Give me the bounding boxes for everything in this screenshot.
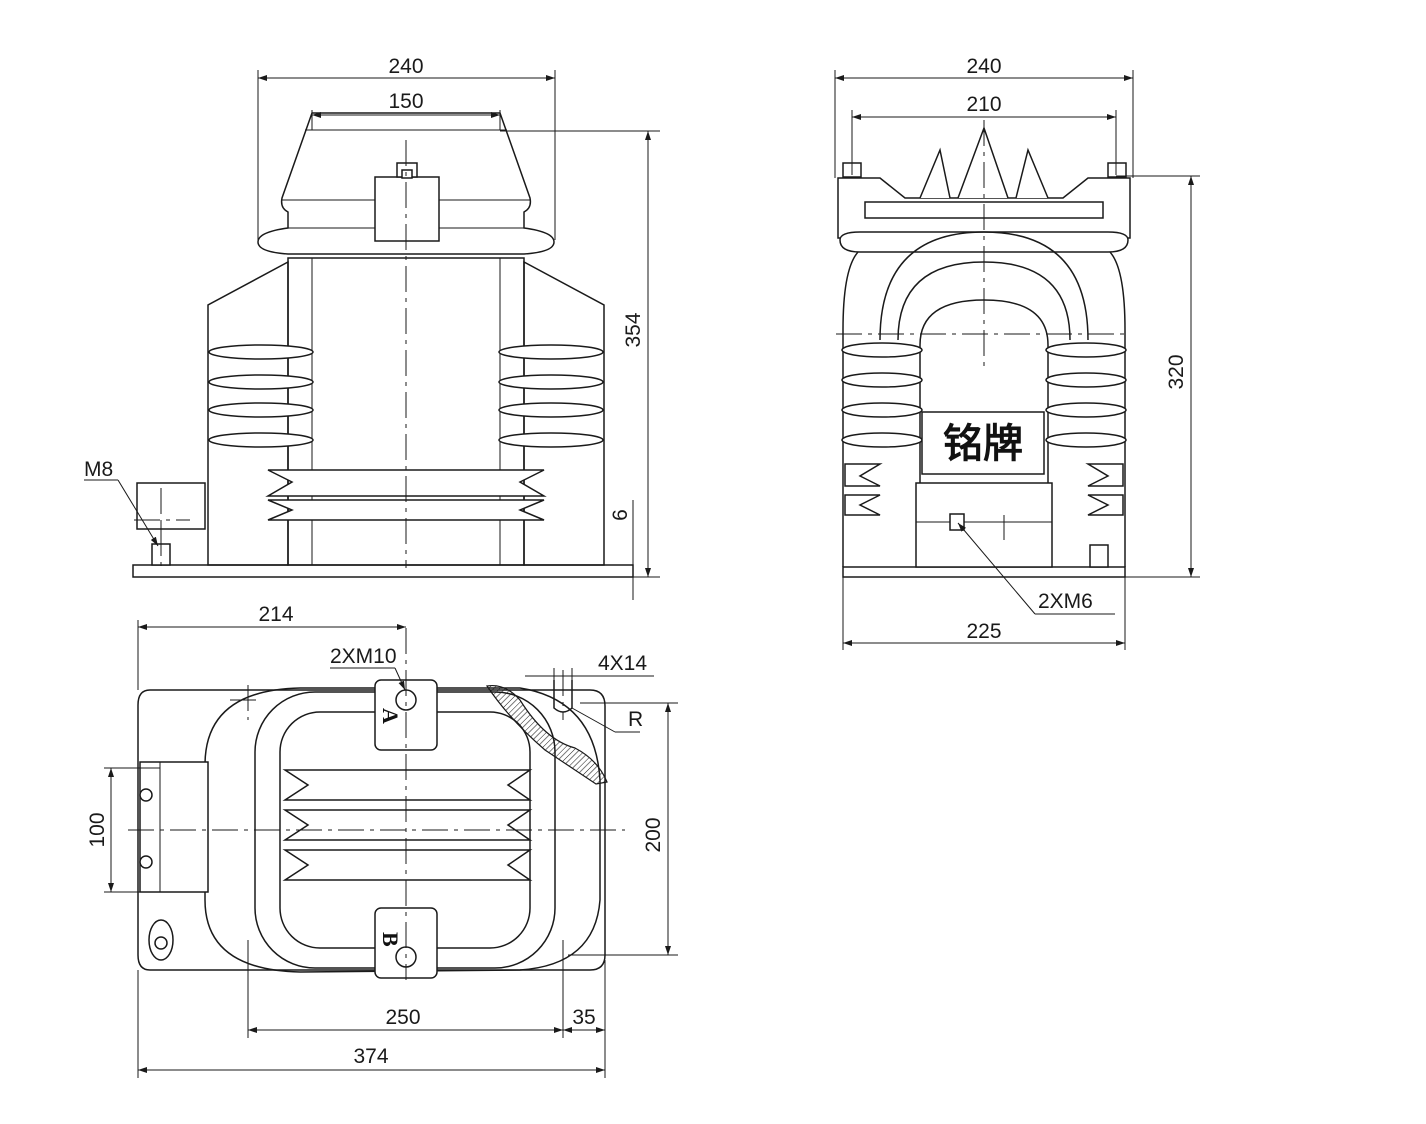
side-right-skirts: [1045, 342, 1127, 516]
terminal-b-label: B: [378, 932, 403, 947]
top-hatch-section: [485, 684, 608, 785]
side-outer-arch: [879, 231, 1089, 341]
front-dim-354: 354: [622, 312, 645, 347]
top-dim-250: 250: [385, 1006, 420, 1029]
front-right-skirts: [498, 344, 604, 448]
top-dim-214: 214: [258, 603, 293, 626]
side-bolt-right: [1107, 162, 1127, 178]
side-window: [919, 299, 1049, 561]
top-dim-200: 200: [642, 817, 665, 852]
front-dim-150: 150: [388, 90, 423, 113]
side-dim-210: 210: [966, 93, 1001, 116]
side-left-skirts: [841, 342, 923, 516]
front-terminal-block: [374, 176, 440, 242]
top-dim-35: 35: [572, 1006, 595, 1029]
top-base-plate: [137, 689, 606, 971]
side-dim-320: 320: [1165, 354, 1188, 389]
front-base-plate: [132, 564, 634, 578]
top-side-box: [139, 761, 209, 893]
front-thread-m8: M8: [84, 458, 113, 481]
front-dim-240: 240: [388, 55, 423, 78]
side-nameplate: [921, 411, 1045, 475]
top-thread-2xm10: 2XM10: [330, 645, 397, 668]
top-dim-100: 100: [86, 812, 109, 847]
side-base-plate: [842, 566, 1126, 578]
top-dim-r: R: [628, 708, 643, 731]
top-dim-4x14: 4X14: [598, 652, 647, 675]
side-dim-225: 225: [966, 620, 1001, 643]
top-body: [204, 687, 601, 973]
side-thread-2xm6: 2XM6: [1038, 590, 1093, 613]
front-dim-6: 6: [609, 509, 632, 521]
front-ground-box: [136, 482, 206, 530]
top-dim-374: 374: [353, 1045, 388, 1068]
side-view: 铭牌 240 210 320 225 2XM6: [834, 55, 1200, 650]
front-view: 240 150 354 6 M8: [84, 55, 660, 600]
top-ribs: [282, 769, 533, 881]
top-view: A B 214 2XM10 4X14 R 200: [86, 603, 678, 1078]
front-left-skirts: [208, 344, 314, 448]
nameplate-label: 铭牌: [943, 421, 1023, 467]
terminal-a-label: A: [378, 708, 403, 724]
side-dim-240: 240: [966, 55, 1001, 78]
